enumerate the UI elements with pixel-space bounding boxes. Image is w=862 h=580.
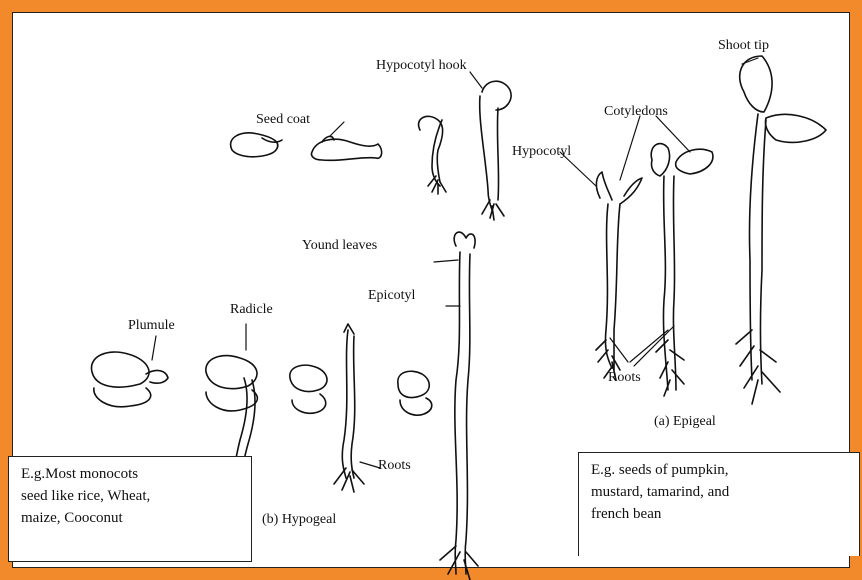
monocots-note-line-1: E.g.Most monocots [21, 463, 239, 485]
hypocotyl-label: Hypocotyl [512, 144, 571, 160]
epigeal-stage-4-hook [480, 81, 511, 220]
hypogeal-stage-4-seedling [398, 232, 478, 580]
epigeal-stage-3-seedling [419, 116, 446, 194]
roots-label-middle: Roots [378, 458, 411, 474]
epigeal-seedling-2 [651, 144, 713, 396]
seed-coat-label: Seed coat [256, 112, 310, 128]
cotyledons-label: Cotyledons [604, 104, 668, 120]
monocots-examples-note: E.g.Most monocots seed like rice, Wheat,… [8, 456, 252, 562]
epigeal-caption: (a) Epigeal [654, 414, 716, 430]
hypogeal-stage-1-seed [91, 352, 168, 407]
epigeal-seedling-3 [736, 56, 826, 404]
epigeal-note-line-2: mustard, tamarind, and [591, 481, 847, 503]
radicle-label: Radicle [230, 302, 273, 318]
monocots-note-line-3: maize, Cooconut [21, 507, 239, 529]
epigeal-seedling-1 [596, 172, 642, 380]
epigeal-stage-1-seed [231, 133, 282, 157]
epigeal-note-line-3: french bean [591, 503, 847, 525]
epicotyl-label: Epicotyl [368, 288, 415, 304]
hypocotyl-hook-label: Hypocotyl hook [376, 58, 467, 74]
shoot-tip-label: Shoot tip [718, 38, 769, 54]
epigeal-examples-note: E.g. seeds of pumpkin, mustard, tamarind… [578, 452, 860, 556]
epigeal-note-line-1: E.g. seeds of pumpkin, [591, 459, 847, 481]
epigeal-stage-2-seedling [311, 136, 381, 160]
roots-label-right: Roots [608, 370, 641, 386]
yound-leaves-label: Yound leaves [302, 238, 377, 254]
hypogeal-stage-3-seedling [290, 324, 364, 492]
hypogeal-caption: (b) Hypogeal [262, 512, 336, 528]
plumule-label: Plumule [128, 318, 175, 334]
monocots-note-line-2: seed like rice, Wheat, [21, 485, 239, 507]
